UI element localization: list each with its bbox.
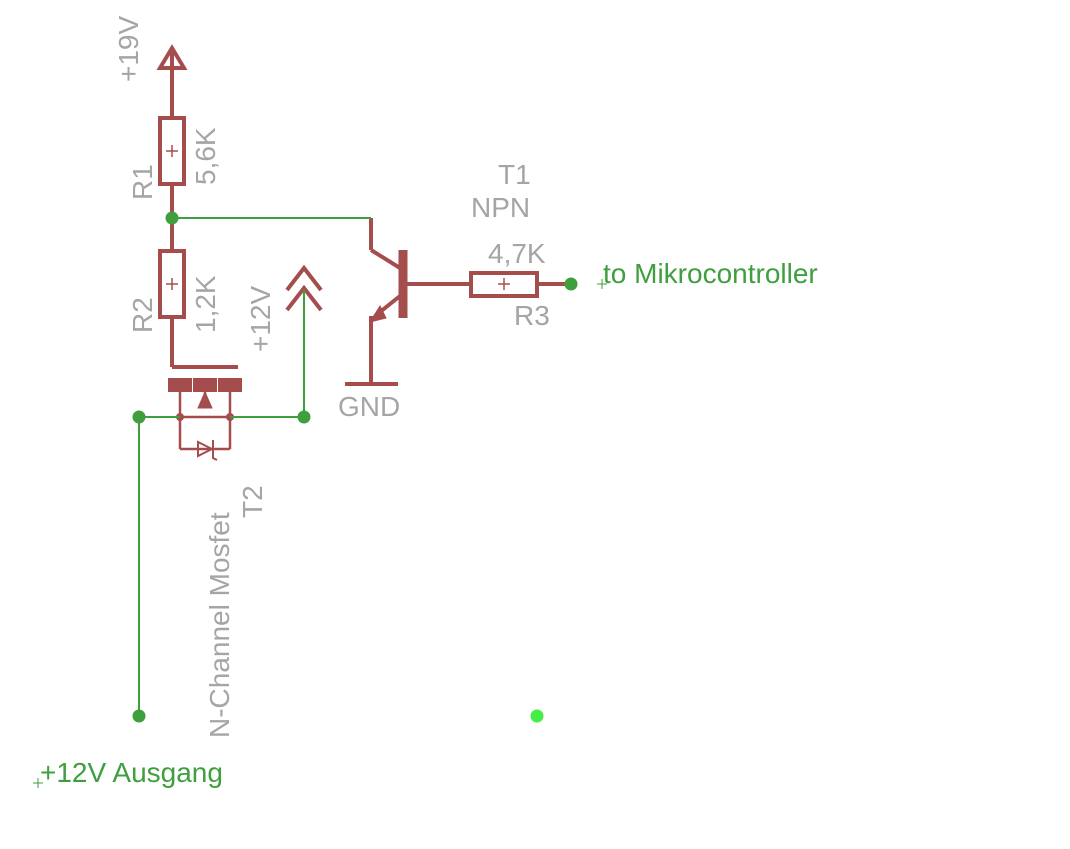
wires bbox=[138, 217, 371, 716]
net-output-label: +12V Ausgang bbox=[40, 757, 223, 788]
net-mcu-label: to Mikrocontroller bbox=[603, 258, 818, 289]
r2-value: 1,2K bbox=[190, 275, 221, 333]
junction-drain bbox=[297, 410, 311, 424]
t1-name: T1 bbox=[498, 159, 531, 190]
origin-crosses bbox=[33, 279, 607, 788]
supply-19v-symbol bbox=[156, 44, 188, 118]
r1-value: 5,6K bbox=[190, 127, 221, 185]
r1-name: R1 bbox=[127, 164, 158, 200]
resistor-r3 bbox=[469, 271, 571, 298]
t2-type: N-Channel Mosfet bbox=[204, 512, 235, 738]
resistor-r1 bbox=[158, 116, 186, 218]
junction-mcu bbox=[564, 277, 578, 291]
supply-12v-label: +12V bbox=[245, 286, 276, 352]
junction-output bbox=[132, 709, 146, 723]
gnd-label: GND bbox=[338, 391, 400, 422]
junction-r1-r2 bbox=[165, 211, 179, 225]
t1-type: NPN bbox=[471, 192, 530, 223]
t2-name: T2 bbox=[237, 485, 268, 518]
transistor-t1-symbol bbox=[345, 218, 471, 386]
supply-19v-label: +19V bbox=[113, 16, 144, 82]
r3-name: R3 bbox=[514, 300, 550, 331]
r3-value: 4,7K bbox=[488, 238, 546, 269]
supply-12v-symbol bbox=[285, 264, 323, 312]
junctions bbox=[132, 211, 578, 723]
highlight-point bbox=[530, 709, 544, 723]
junction-source bbox=[132, 410, 146, 424]
r2-name: R2 bbox=[127, 297, 158, 333]
